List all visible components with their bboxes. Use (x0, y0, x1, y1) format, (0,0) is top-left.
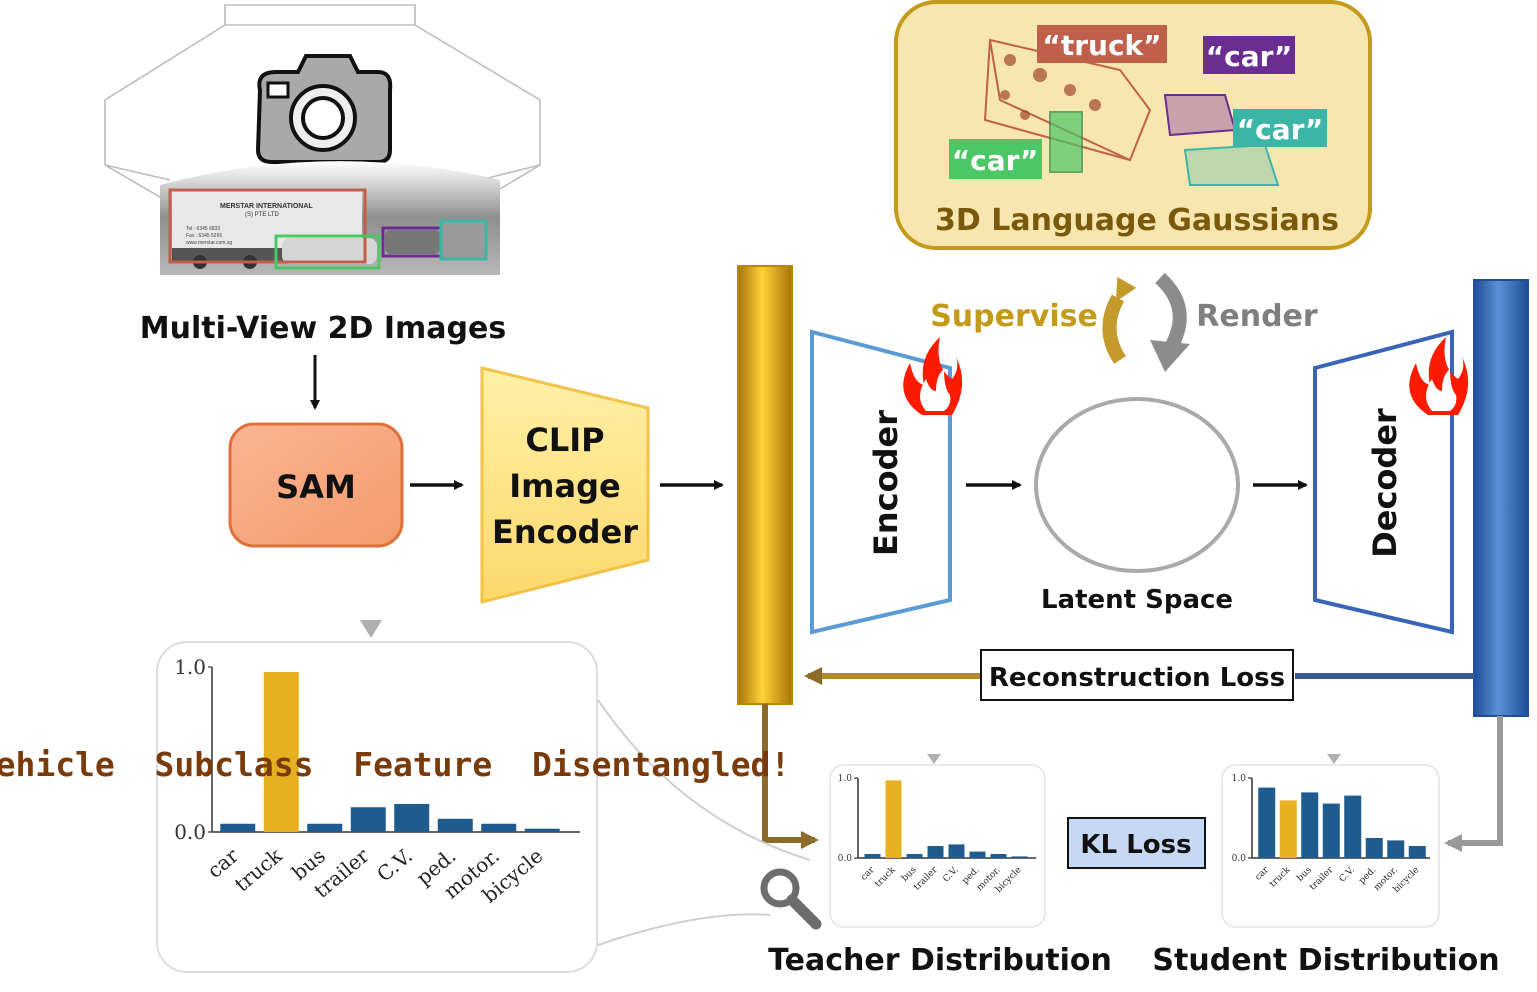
encoder-label: Encoder (867, 410, 905, 556)
truck-logo-text-2: (S) PTE LTD (245, 212, 280, 218)
bbox-car-green (274, 234, 381, 270)
disentangled-banner: Vehicle Subclass Feature Disentangled! (0, 745, 790, 784)
y-tick-label: 1.0 (1232, 774, 1247, 784)
reconstruction-loss-box (980, 649, 1294, 701)
magnifier-icon (760, 868, 822, 930)
truck-web-text: www.merstar.com.sg (186, 240, 232, 246)
tag-car-green-text: “car” (952, 144, 1039, 177)
y-tick-label: 1.0 (838, 774, 853, 784)
decoder-block: Decoder (1313, 329, 1454, 635)
bar-ped (1365, 838, 1383, 858)
pointer-triangle (1327, 754, 1341, 764)
sam-label: SAM (276, 468, 356, 506)
y-tick-label: 0.0 (174, 820, 206, 844)
decoded-feature-bar (1473, 279, 1529, 717)
flame-icon (903, 337, 963, 415)
clip-line-2: Image (509, 467, 620, 505)
tag-truck (1037, 25, 1167, 63)
bar-bicycle (1011, 856, 1028, 858)
latent-space-ellipse (1034, 397, 1240, 573)
bar-motor (1387, 840, 1405, 858)
bar-bus (1301, 792, 1319, 858)
reconstruction-loss-label: Reconstruction Loss (989, 663, 1285, 693)
bar-motor (990, 854, 1007, 858)
bar-ped (969, 851, 986, 858)
bar-car (864, 854, 881, 858)
tag-car-purple-text: “car” (1206, 40, 1293, 73)
clip-image-encoder: CLIP Image Encoder (480, 366, 650, 604)
tag-car-purple (1203, 36, 1295, 74)
kl-loss-label: KL Loss (1080, 830, 1191, 860)
supervise-label: Supervise (930, 299, 1098, 334)
bar-car (1258, 787, 1276, 858)
clip-line-1: CLIP (525, 421, 604, 459)
tag-car-green (949, 139, 1042, 179)
bar-motor (481, 823, 517, 832)
bar-cv (1344, 795, 1362, 858)
bar-truck (1279, 800, 1297, 858)
gaussians-panel: “truck” “car” “car” “car” 3D Language Ga… (894, 0, 1372, 250)
bar-trailer (350, 807, 386, 832)
clip-feature-bar (737, 265, 793, 705)
images-caption: Multi-View 2D Images (140, 311, 506, 346)
pointer-triangle (360, 620, 382, 638)
student-caption: Student Distribution (1152, 943, 1499, 978)
zoom-chart-panel (156, 620, 811, 973)
clip-line-3: Encoder (492, 513, 638, 551)
teacher-caption: Teacher Distribution (768, 943, 1112, 978)
tag-truck-text: “truck” (1042, 29, 1161, 62)
render-label: Render (1196, 299, 1318, 334)
supervise-arrow (1102, 276, 1137, 364)
y-tick-label: 0.0 (838, 854, 853, 864)
tag-car-teal (1233, 109, 1327, 147)
bar-trailer (927, 846, 944, 858)
bar-bicycle (524, 828, 560, 832)
y-tick-label: 1.0 (174, 655, 206, 679)
camera-icon (255, 54, 393, 164)
bar-ped (437, 818, 473, 832)
decoder-label: Decoder (1366, 408, 1404, 558)
render-arrow (1150, 272, 1190, 372)
bar-cv (948, 844, 965, 858)
truck-logo-text: MERSTAR INTERNATIONAL (220, 203, 313, 210)
bar-car (220, 823, 256, 832)
truck-fax-text: Fax : 6345 5266 (186, 233, 222, 239)
pointer-triangle (927, 754, 941, 764)
tag-car-teal-text: “car” (1237, 113, 1324, 146)
flame-icon (1409, 337, 1469, 415)
latent-space-label: Latent Space (1041, 585, 1233, 615)
bar-bus (307, 823, 343, 832)
bar-truck (263, 671, 299, 832)
bar-trailer (1322, 803, 1340, 858)
sam-block: SAM (228, 422, 404, 548)
street-photo: MERSTAR INTERNATIONAL (S) PTE LTD Tel : … (160, 161, 500, 275)
bbox-truck (168, 188, 367, 264)
gaussians-title: 3D Language Gaussians (935, 203, 1339, 238)
kl-loss-box (1067, 817, 1206, 869)
bar-bus (906, 854, 923, 858)
bbox-car-teal (439, 219, 488, 261)
bar-bicycle (1408, 846, 1426, 858)
bar-cv (394, 803, 430, 832)
truck-phone-text: Tel : 6345 6833 (186, 226, 220, 232)
y-tick-label: 0.0 (1232, 854, 1247, 864)
bar-truck (885, 780, 902, 858)
